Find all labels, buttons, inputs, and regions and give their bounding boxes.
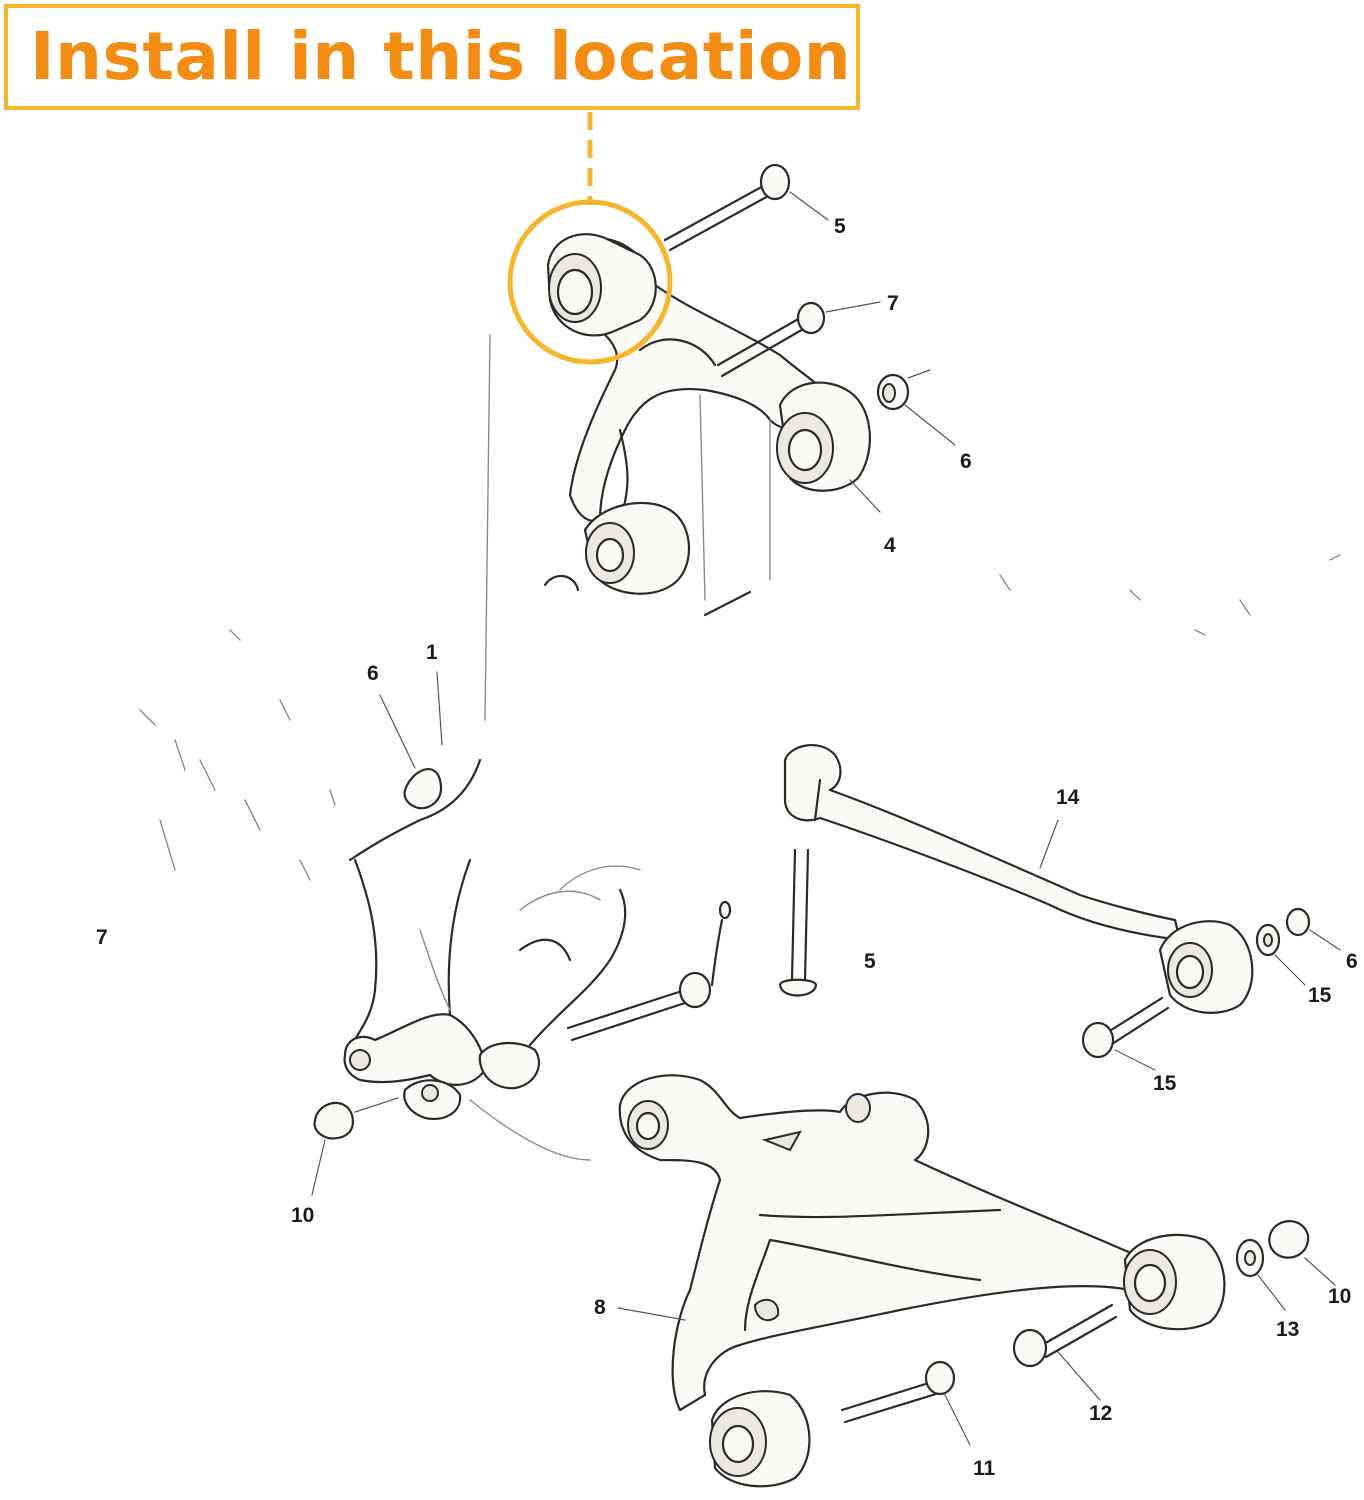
wheel-carrier — [139, 334, 1341, 1161]
bolt-5-mid — [566, 900, 732, 1042]
upper-arm-lower-bushing — [543, 501, 752, 617]
bolt-15 — [1081, 996, 1170, 1071]
washer-13 — [1235, 1238, 1286, 1311]
bolt-12 — [1012, 1303, 1118, 1401]
banner-text: Install in this location — [30, 18, 852, 95]
callout-15-lower: 15 — [1153, 1072, 1177, 1095]
link-14 — [783, 744, 1254, 1014]
callout-5-top: 5 — [834, 215, 846, 238]
callout-6-far-right: 6 — [1346, 950, 1358, 973]
bolt-5-upper — [663, 163, 829, 252]
install-location-banner: Install in this location — [4, 4, 860, 110]
bolt-7-upper — [716, 301, 881, 378]
callout-10-right: 10 — [1328, 1285, 1352, 1308]
nut-6-far-right — [1285, 907, 1341, 951]
vertical-bolt — [778, 848, 818, 997]
callout-8: 8 — [594, 1296, 606, 1319]
callout-4: 4 — [884, 534, 896, 557]
nut-6-right — [876, 369, 956, 446]
nut-6-left — [379, 671, 443, 810]
nut-10-right — [1268, 1220, 1336, 1286]
callout-6-right: 6 — [960, 450, 972, 473]
callout-6-left: 6 — [367, 662, 379, 685]
callout-7-top: 7 — [887, 292, 899, 315]
nut-10-left — [311, 1097, 399, 1196]
callout-15-upper: 15 — [1308, 984, 1332, 1007]
callout-1: 1 — [426, 641, 438, 664]
leader-8 — [617, 1307, 686, 1321]
lower-control-arm — [618, 1074, 1137, 1412]
install-location-highlight — [507, 199, 673, 365]
lower-arm-rear-bushing — [1123, 1233, 1226, 1331]
bolt-11 — [840, 1360, 971, 1446]
callout-10-left: 10 — [291, 1204, 315, 1227]
callout-5-mid: 5 — [864, 950, 876, 973]
callout-12: 12 — [1089, 1402, 1113, 1425]
washer-15 — [1255, 923, 1306, 986]
upper-front-bushing — [546, 233, 657, 337]
callout-14: 14 — [1056, 786, 1080, 809]
callout-7-left: 7 — [96, 926, 108, 949]
lower-arm-front-bushing — [709, 1390, 811, 1488]
bushing-4 — [776, 381, 881, 513]
callout-13: 13 — [1276, 1318, 1300, 1341]
callout-11: 11 — [973, 1457, 996, 1480]
